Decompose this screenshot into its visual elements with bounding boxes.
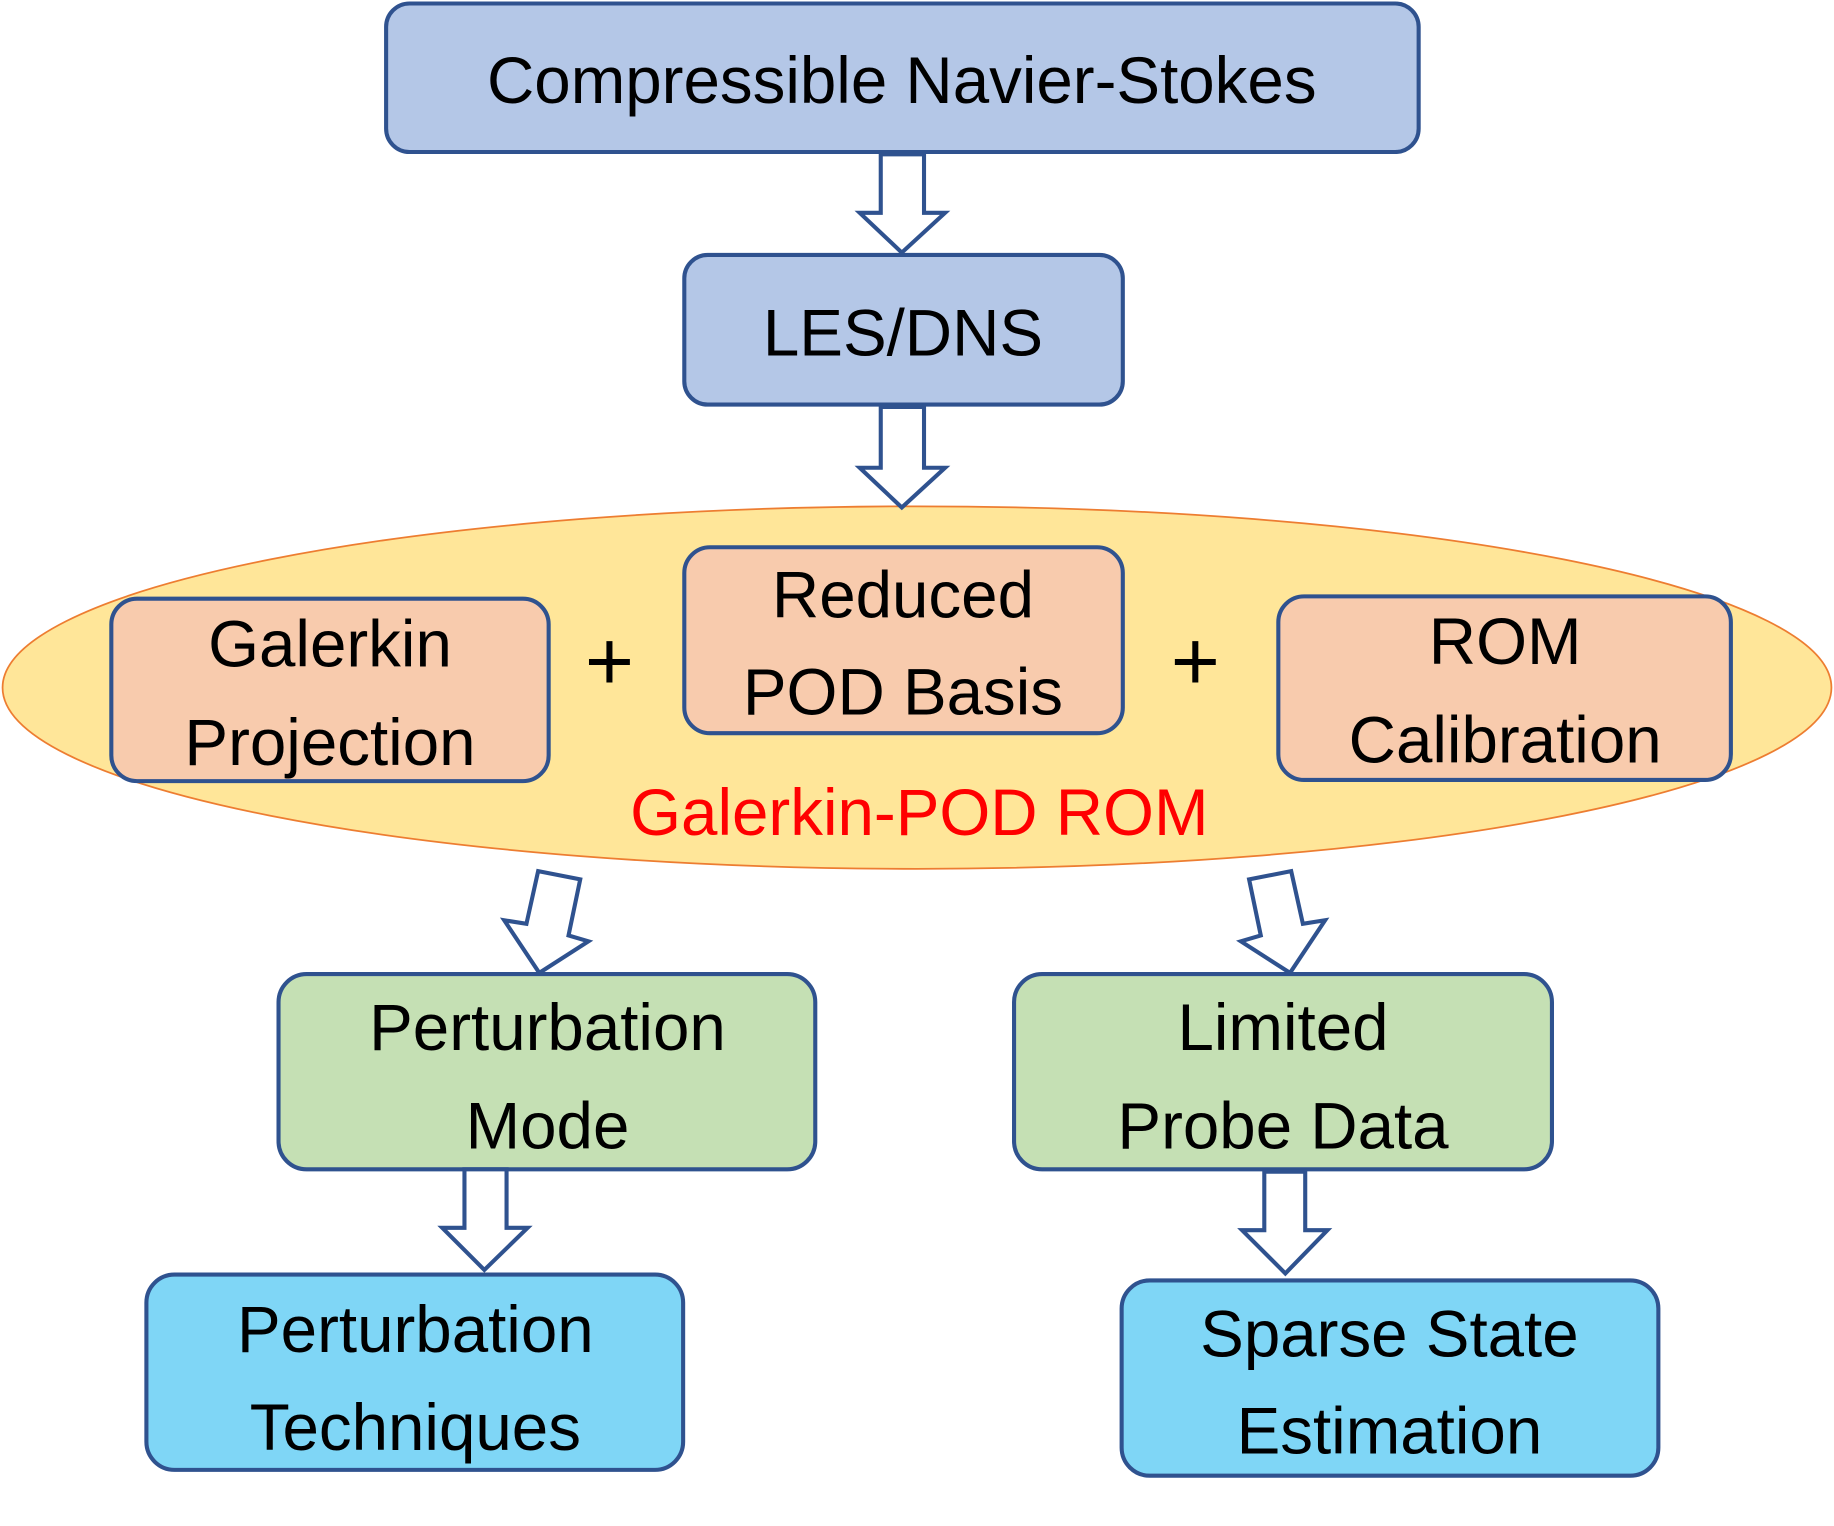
node-les-dns: LES/DNS	[682, 252, 1125, 407]
node-sparse-state-estimation: Sparse State Estimation	[1119, 1278, 1661, 1478]
node-rom-calibration: ROM Calibration	[1276, 594, 1733, 783]
node-reduced-pod-basis-line-1: Reduced	[772, 558, 1034, 631]
arrow-down-icon	[1237, 1169, 1333, 1277]
arrow-down-icon	[437, 1167, 533, 1273]
arrow-down-icon	[854, 152, 951, 256]
node-perturbation-mode-line-2: Mode	[466, 1089, 630, 1162]
galerkin-pod-rom-label: Galerkin-POD ROM	[630, 776, 1208, 849]
plus-sign: +	[1171, 614, 1220, 708]
node-limited-probe-data-line-2: Probe Data	[1117, 1089, 1449, 1162]
arrow-down-icon	[1236, 868, 1330, 976]
arrow-down-icon	[854, 404, 951, 511]
plus-sign: +	[585, 614, 634, 708]
node-limited-probe-data: Limited Probe Data	[1012, 972, 1555, 1172]
node-galerkin-projection-line-1: Galerkin	[208, 608, 452, 681]
node-rom-calibration-line-1: ROM	[1429, 605, 1582, 678]
node-rom-calibration-line-2: Calibration	[1349, 703, 1662, 776]
node-navier-stokes-label: Compressible Navier-Stokes	[487, 44, 1317, 117]
arrow-down-icon	[499, 868, 594, 976]
node-galerkin-projection: Galerkin Projection	[109, 596, 551, 784]
node-limited-probe-data-line-1: Limited	[1177, 991, 1388, 1064]
node-sparse-state-estimation-line-1: Sparse State	[1200, 1297, 1579, 1370]
node-les-dns-label: LES/DNS	[763, 296, 1043, 369]
node-perturbation-mode-line-1: Perturbation	[369, 991, 726, 1064]
node-reduced-pod-basis: Reduced POD Basis	[682, 545, 1125, 736]
node-perturbation-techniques-line-1: Perturbation	[237, 1293, 594, 1366]
node-perturbation-mode: Perturbation Mode	[276, 972, 818, 1172]
node-reduced-pod-basis-line-2: POD Basis	[743, 655, 1063, 728]
node-sparse-state-estimation-line-2: Estimation	[1237, 1395, 1543, 1468]
node-navier-stokes: Compressible Navier-Stokes	[384, 1, 1421, 155]
node-perturbation-techniques: Perturbation Techniques	[144, 1272, 686, 1472]
node-perturbation-techniques-line-2: Techniques	[250, 1391, 581, 1464]
node-galerkin-projection-line-2: Projection	[184, 706, 475, 779]
